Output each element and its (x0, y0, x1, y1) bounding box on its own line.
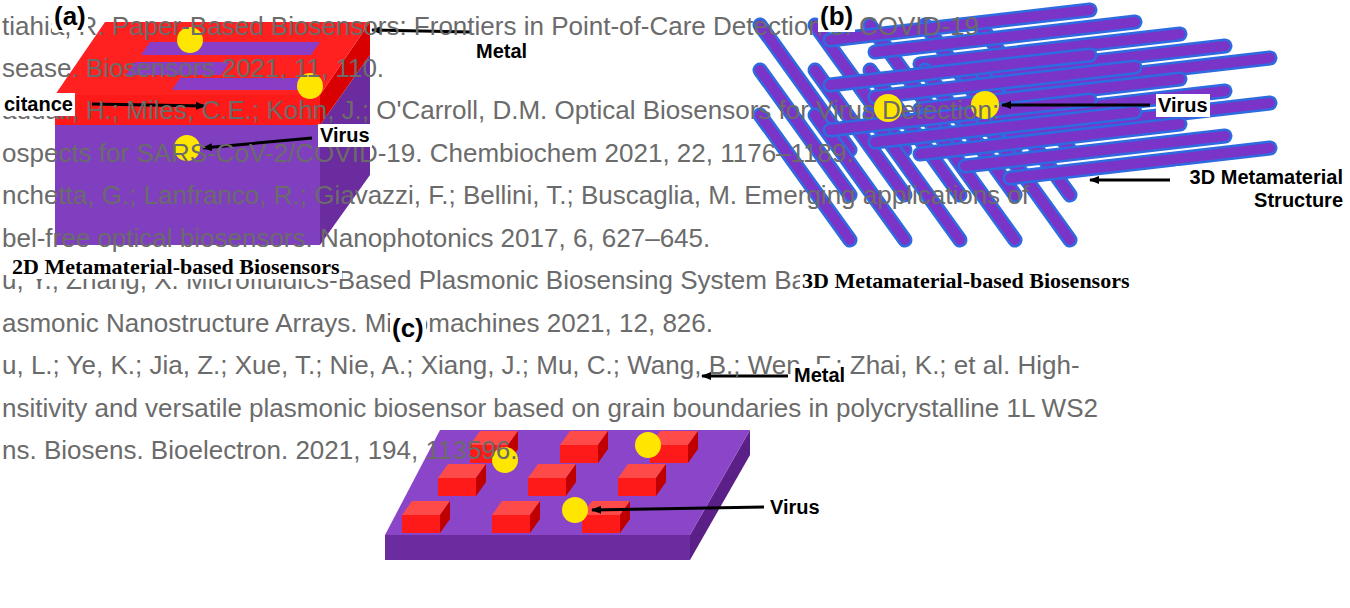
metal-cube (440, 501, 450, 533)
panel-caption: 2D Metamaterial-based Biosensors (10, 254, 342, 279)
metal-cube (620, 501, 630, 533)
metal-cube (438, 478, 476, 496)
metal-cube (618, 478, 656, 496)
panel-letter: (a) (52, 2, 88, 32)
part-name: Metal (474, 40, 529, 63)
part-name: Metal (792, 364, 847, 387)
metal-cube (492, 515, 530, 533)
reference-text: addali, H.; Miles, C.E.; Kohn, J.; O'Car… (2, 96, 999, 126)
panel-letter: (b) (818, 2, 855, 32)
part-name: Virus (318, 124, 372, 147)
metal-cube (566, 464, 576, 496)
panel-letter: (c) (390, 314, 426, 344)
metal-cube (688, 431, 698, 463)
metal-cube (560, 445, 598, 463)
metal-cube (598, 431, 608, 463)
reference-text: nsitivity and versatile plasmonic biosen… (2, 394, 1098, 424)
metal-cube (476, 464, 486, 496)
part-name: 3D Metamaterial Structure (1176, 166, 1345, 212)
reference-text: nchetta, G.; Lanfranco, R.; Giavazzi, F.… (2, 181, 1029, 211)
reference-text: ospects for SARS-CoV-2/COVID-19. Chembio… (2, 139, 854, 169)
panel-caption: 3D Metamaterial-based Biosensors (800, 268, 1132, 293)
reference-text: sease. Biosensors 2021, 11, 110. (2, 54, 384, 84)
reference-text: asmonic Nanostructure Arrays. Micromachi… (2, 309, 713, 339)
metal-cube (402, 515, 440, 533)
metal-cube (530, 501, 540, 533)
part-name: Virus (1156, 94, 1210, 117)
part-name: citance (2, 93, 75, 116)
reference-text: bel-free optical biosensors. Nanophotoni… (2, 224, 710, 254)
part-name: Virus (768, 496, 822, 519)
metal-cube (582, 515, 620, 533)
reference-text: ns. Biosens. Bioelectron. 2021, 194, 113… (2, 436, 518, 466)
metal-cube (528, 478, 566, 496)
metal-cube (656, 464, 666, 496)
reference-text: u, L.; Ye, K.; Jia, Z.; Xue, T.; Nie, A.… (2, 351, 1080, 381)
